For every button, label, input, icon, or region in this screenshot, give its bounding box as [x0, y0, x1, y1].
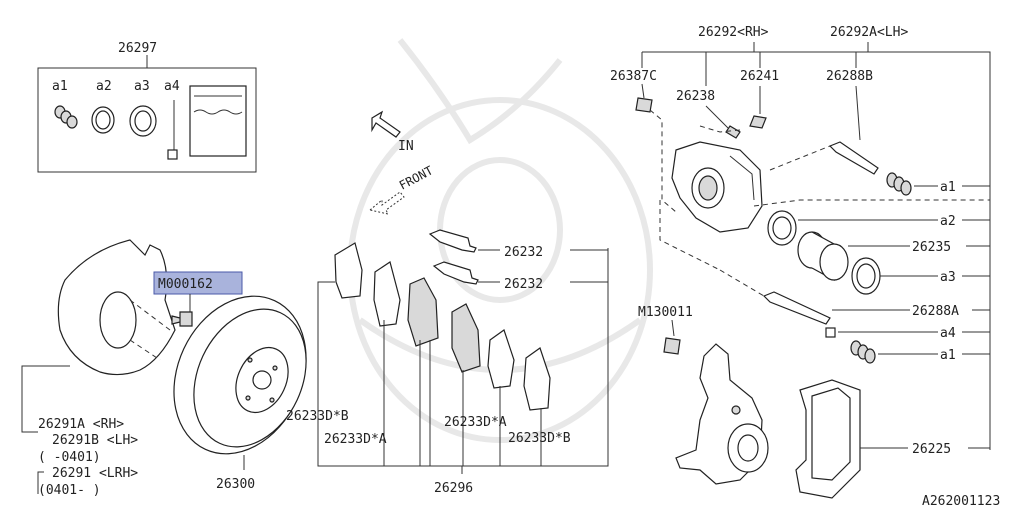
shield-callouts: 26291A <RH> 26291B <LH> ( -0401) 26291 <… [21, 365, 138, 498]
piston-label: 26235 [912, 240, 951, 255]
pad-a-right [451, 303, 481, 373]
guide-pin-26288a [762, 291, 831, 325]
shield-lh-label: 26291B <LH> [52, 433, 138, 448]
pad-shim-right [523, 347, 551, 411]
brake-pads: 26233D*B 26233D*A 26233D*A 26233D*B 2629… [286, 242, 609, 496]
pad-b-right-label: 26233D*B [508, 431, 571, 446]
pin-26288a-label: 26288A [912, 304, 959, 319]
pin-26288b-label: 26288B [826, 69, 873, 84]
direction-in-arrow: IN [371, 110, 414, 154]
rotor-label: 26300 [216, 477, 255, 492]
pad-a-left-label: 26233D*A [324, 432, 387, 447]
caliper-lh-label: 26292A<LH> [830, 25, 908, 40]
arrow-in-label: IN [398, 139, 414, 154]
grease-a4 [825, 327, 836, 338]
kit-a4-label: a4 [164, 79, 180, 94]
arrow-front-label: FRONT [397, 163, 435, 192]
pad-b-right [487, 329, 515, 389]
bolt-26387c-label: 26387C [610, 69, 657, 84]
brake-rotor: 26300 [173, 295, 307, 492]
repair-kit-group: 26297 a1 a2 a3 a4 [37, 41, 257, 173]
shield-date1-label: ( -0401) [38, 450, 101, 465]
caliper-support-26225: 26225 [795, 379, 990, 499]
diagram-id: A262001123 [922, 494, 1000, 509]
kit-grease-a4 [167, 149, 178, 160]
kit-a1-label: a1 [52, 79, 68, 94]
shield-date2-label: (0401- ) [38, 483, 101, 498]
kit-label: 26297 [118, 41, 157, 56]
pad-b-left [373, 261, 401, 327]
clip-lower-label: 26232 [504, 277, 543, 292]
a1-lower-label: a1 [940, 348, 956, 363]
bolt-m000162-group: M000162 [153, 271, 243, 327]
boot-a1-lower [850, 340, 876, 364]
seal-a2-label: a2 [940, 214, 956, 229]
bleeder-26241-label: 26241 [740, 69, 779, 84]
caliper-piston [797, 231, 849, 282]
shield-rh-label: 26291A <RH> [38, 417, 124, 432]
support-label: 26225 [912, 442, 951, 457]
pad-clip-upper [428, 229, 477, 253]
kit-a3-label: a3 [134, 79, 150, 94]
shield-lrh-label: 26291 <LRH> [52, 466, 138, 481]
pad-a-left [407, 277, 439, 347]
kit-a2-label: a2 [96, 79, 112, 94]
caliper-rh-label: 26292<RH> [698, 25, 769, 40]
kit-boot-a1 [54, 105, 78, 129]
pad-b-left-label: 26233D*B [286, 409, 349, 424]
bolt-m130011-label: M130011 [638, 305, 693, 320]
pad-shim-left [334, 242, 363, 299]
steering-knuckle: M130011 [638, 305, 769, 485]
dust-shield [57, 239, 176, 376]
boot-a3-label: a3 [940, 270, 956, 285]
a4-right-label: a4 [940, 326, 956, 341]
pad-set-label: 26296 [434, 481, 473, 496]
kit-grease-pack [189, 85, 247, 157]
boot-a1-upper [886, 172, 912, 196]
caliper-group: 26292<RH> 26292A<LH> 26387C 26241 26238 … [610, 25, 991, 450]
pad-clip-lower [432, 261, 479, 285]
pad-clips: 26232 26232 [428, 229, 608, 292]
a1-upper-label: a1 [940, 180, 956, 195]
pad-a-right-label: 26233D*A [444, 415, 507, 430]
cap-26238-label: 26238 [676, 89, 715, 104]
bolt-m000162-highlight[interactable] [153, 271, 243, 295]
clip-upper-label: 26232 [504, 245, 543, 260]
bolt-m000162-label: M000162 [158, 277, 213, 292]
